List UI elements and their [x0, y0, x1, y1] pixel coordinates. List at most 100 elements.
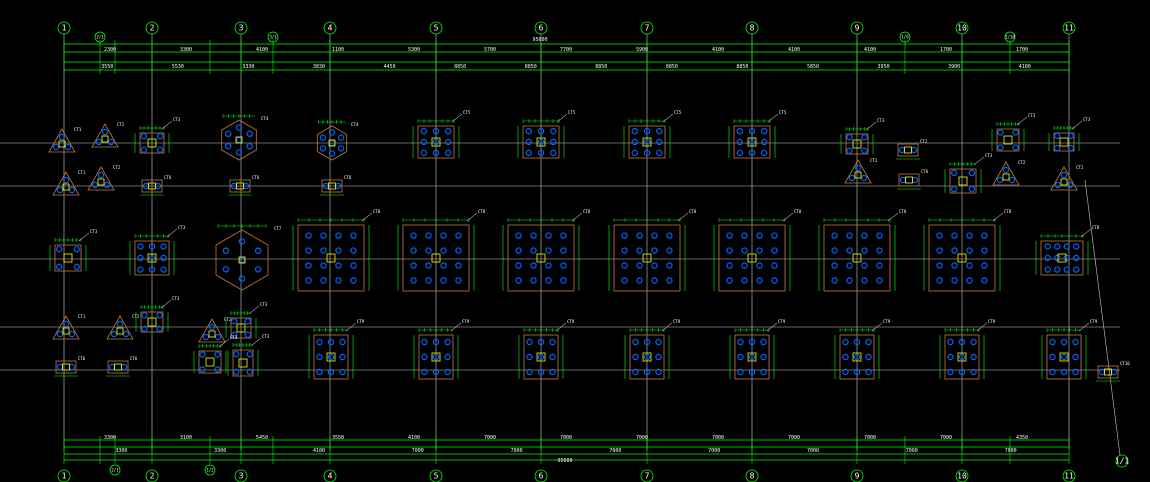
pile	[156, 132, 164, 140]
pile	[1067, 132, 1075, 140]
column	[536, 352, 546, 362]
pile	[560, 247, 567, 254]
grid-bubble-top-3-label: 3	[239, 24, 244, 33]
pile	[958, 353, 966, 361]
grid-bubble-top-7	[640, 21, 654, 35]
grid-bubble-bottom-7	[640, 469, 654, 482]
dimension-text: 3300	[115, 448, 127, 454]
pile	[337, 145, 345, 152]
pile	[748, 368, 756, 376]
pile	[444, 338, 451, 346]
pile	[848, 174, 856, 182]
grid-bubble-secondary-bottom-label: 1/2	[206, 468, 214, 473]
column	[431, 352, 441, 362]
column	[536, 253, 546, 263]
cap-outline	[91, 123, 119, 148]
pile	[1060, 368, 1068, 376]
pile	[771, 232, 778, 239]
grid-bubble-bottom-6-label: 6	[539, 472, 544, 481]
dimension-text: 1100	[332, 47, 344, 53]
pile	[748, 149, 756, 157]
cap-r45-main-1: CT9	[308, 319, 365, 380]
dimension-text: 7000	[636, 435, 648, 441]
cap-leader	[166, 228, 178, 238]
cap-r45-main-2: CT9	[413, 319, 470, 380]
pile	[760, 353, 767, 361]
grid-bubble-top-4-label: 4	[328, 24, 333, 33]
dimension-text: 4100	[256, 47, 268, 53]
pile	[726, 232, 733, 239]
cap-label: CT2	[224, 317, 232, 322]
pile	[853, 338, 861, 346]
pile	[328, 150, 336, 157]
grid-bubble-top-9-label: 9	[855, 24, 860, 33]
cap-r45-main-5: CT9	[729, 319, 786, 380]
pile	[666, 262, 673, 269]
dimension-text: 5900	[636, 47, 648, 53]
cap-leader	[766, 322, 778, 332]
cap-r3-a1: CT3	[49, 229, 98, 272]
cap-outline	[628, 125, 666, 159]
pile	[432, 338, 440, 346]
pile	[432, 138, 440, 146]
pile	[636, 247, 643, 254]
column	[905, 176, 913, 184]
pile	[1044, 254, 1051, 262]
column	[957, 253, 967, 263]
grid-bubble-bottom-3	[234, 469, 248, 482]
pile	[981, 232, 988, 239]
dimension-text: 8850	[666, 64, 678, 70]
cap-outline	[1046, 334, 1082, 380]
pile	[101, 128, 109, 136]
pile	[107, 138, 115, 146]
pile	[560, 262, 567, 269]
pile	[320, 232, 327, 239]
pile	[537, 149, 545, 157]
cap-outline	[52, 171, 80, 196]
cap-r4-a5: CT3	[225, 302, 268, 339]
pile	[936, 232, 943, 239]
dimension-lines	[63, 40, 1070, 464]
pile	[947, 353, 954, 361]
pile	[842, 368, 849, 376]
pile	[1053, 132, 1061, 140]
cap-outline	[230, 317, 252, 339]
cap-leader	[976, 322, 988, 332]
cap-leader	[78, 232, 90, 242]
cap-r2-a3: CT6	[140, 175, 172, 196]
dimension-text: 7000	[940, 435, 952, 441]
cap-label: CT1	[78, 314, 86, 319]
grid-bubble-top-8	[745, 21, 759, 35]
cap-r3-main-5: CT8	[713, 209, 802, 292]
cap-r2-b1: CT2	[844, 158, 878, 184]
pile	[550, 138, 557, 146]
pile	[444, 368, 451, 376]
grid-bubble-bottom-4	[323, 469, 337, 482]
cap-r3-main-3: CT8	[502, 209, 591, 292]
pile	[737, 368, 744, 376]
pile	[410, 232, 417, 239]
pile	[632, 338, 639, 346]
column	[1104, 368, 1112, 376]
pile	[530, 232, 537, 239]
cap-label: CT4	[351, 122, 359, 127]
cap-r1-main-1: CT5	[412, 110, 471, 159]
cap-leader	[973, 156, 985, 166]
dimension-text: 3830	[313, 64, 325, 70]
pile	[214, 333, 222, 341]
pile	[421, 338, 428, 346]
column	[238, 256, 246, 264]
cap-outline	[949, 168, 977, 194]
pile	[122, 330, 130, 338]
cap-label: CT2	[920, 139, 928, 144]
grid-bubble-bottom-5	[429, 469, 443, 482]
pile	[951, 232, 958, 239]
cap-label: CT3	[90, 229, 98, 234]
cap-label: CT5	[674, 110, 682, 115]
cap-r1-main-4: CT5	[728, 110, 787, 159]
cap-outline	[215, 229, 269, 291]
pile	[861, 232, 868, 239]
pile	[222, 266, 230, 273]
pile	[214, 366, 221, 373]
